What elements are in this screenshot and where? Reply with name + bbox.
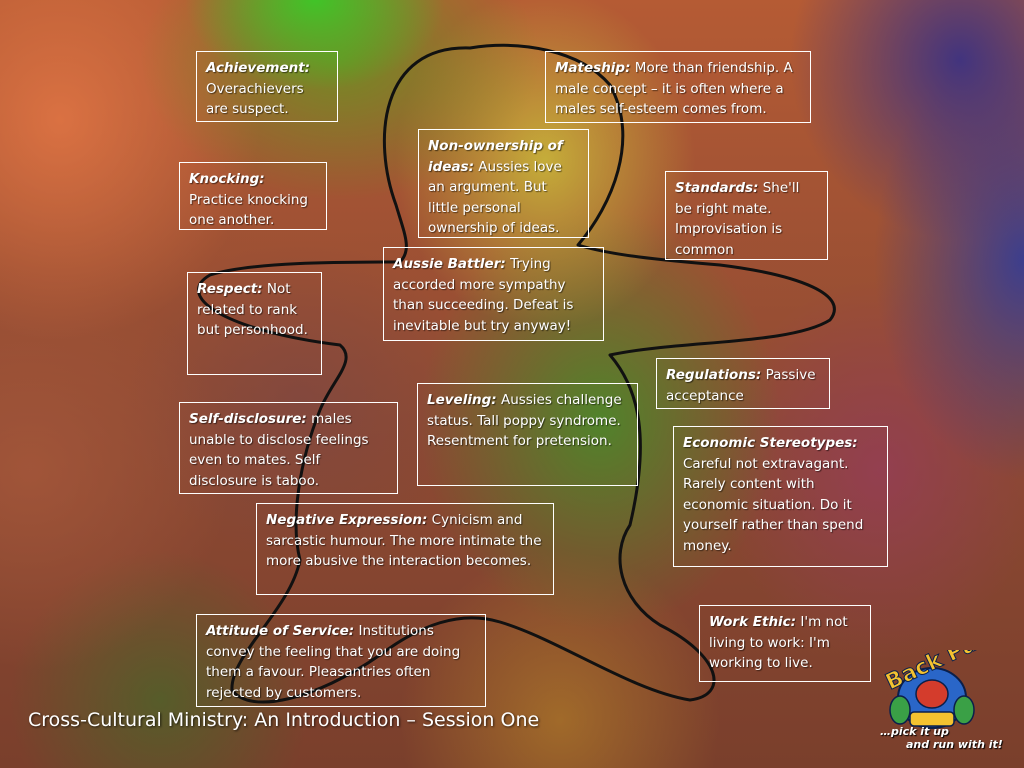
regulations-box: Regulations: Passive acceptance [656, 358, 830, 409]
knocking-box: Knocking: Practice knocking one another. [179, 162, 327, 230]
knocking-text: Practice knocking one another. [189, 191, 308, 229]
negative-expression-text: Cynicism and sarcastic humour. The more … [266, 512, 542, 569]
respect-text: Not related to rank but personhood. [197, 281, 308, 338]
standards-term: Standards: [675, 180, 759, 196]
work-ethic-box: Work Ethic: I'm not living to work: I'm … [699, 605, 871, 682]
aussie-battler-term: Aussie Battler: [393, 256, 506, 272]
tagline-line-1: …pick it up [880, 725, 949, 738]
standards-box: Standards: She'll be right mate. Improvi… [665, 171, 828, 260]
economic-stereotypes-term: Economic Stereotypes: [683, 435, 858, 451]
respect-box: Respect: Not related to rank but personh… [187, 272, 322, 375]
tagline-line-2: and run with it! [906, 738, 1003, 751]
non-ownership-box: Non-ownership of ideas: Aussies love an … [418, 129, 589, 238]
knocking-term: Knocking: [189, 171, 265, 187]
achievement-text: Overachievers are suspect. [206, 80, 304, 118]
mateship-text: More than friendship. A male concept – i… [555, 60, 793, 117]
respect-term: Respect: [197, 281, 263, 297]
self-disclosure-text: males unable to disclose feelings even t… [189, 411, 369, 489]
achievement-box: Achievement: Overachievers are suspect. [196, 51, 338, 122]
aussie-battler-text: Trying accorded more sympathy than succe… [393, 256, 574, 334]
mateship-box: Mateship: More than friendship. A male c… [545, 51, 811, 123]
leveling-term: Leveling: [427, 392, 497, 408]
regulations-text: Passive acceptance [666, 367, 816, 404]
economic-stereotypes-box: Economic Stereotypes: Careful not extrav… [673, 426, 888, 567]
economic-stereotypes-text: Careful not extravagant. Rarely content … [683, 455, 864, 554]
attitude-of-service-text: Institutions convey the feeling that you… [206, 623, 461, 701]
mateship-term: Mateship: [555, 60, 631, 76]
backpack-logo-icon: Back Pack [881, 650, 1008, 729]
leveling-text: Aussies challenge status. Tall poppy syn… [427, 392, 622, 449]
attitude-of-service-term: Attitude of Service: [206, 623, 355, 639]
footer-title: Cross-Cultural Ministry: An Introduction… [28, 709, 540, 731]
work-ethic-term: Work Ethic: [709, 614, 797, 630]
non-ownership-term: Non-ownership of ideas: [428, 138, 563, 175]
self-disclosure-box: Self-disclosure: males unable to disclos… [179, 402, 398, 494]
negative-expression-term: Negative Expression: [266, 512, 428, 528]
regulations-term: Regulations: [666, 367, 762, 383]
work-ethic-text: I'm not living to work: I'm working to l… [709, 614, 848, 671]
aussie-battler-box: Aussie Battler: Trying accorded more sym… [383, 247, 604, 341]
negative-expression-box: Negative Expression: Cynicism and sarcas… [256, 503, 554, 595]
leveling-box: Leveling: Aussies challenge status. Tall… [417, 383, 638, 486]
self-disclosure-term: Self-disclosure: [189, 411, 307, 427]
standards-text: She'll be right mate. Improvisation is c… [675, 180, 800, 258]
achievement-term: Achievement: [206, 60, 311, 76]
attitude-of-service-box: Attitude of Service: Institutions convey… [196, 614, 486, 707]
non-ownership-text: Aussies love an argument. But little per… [428, 158, 562, 237]
